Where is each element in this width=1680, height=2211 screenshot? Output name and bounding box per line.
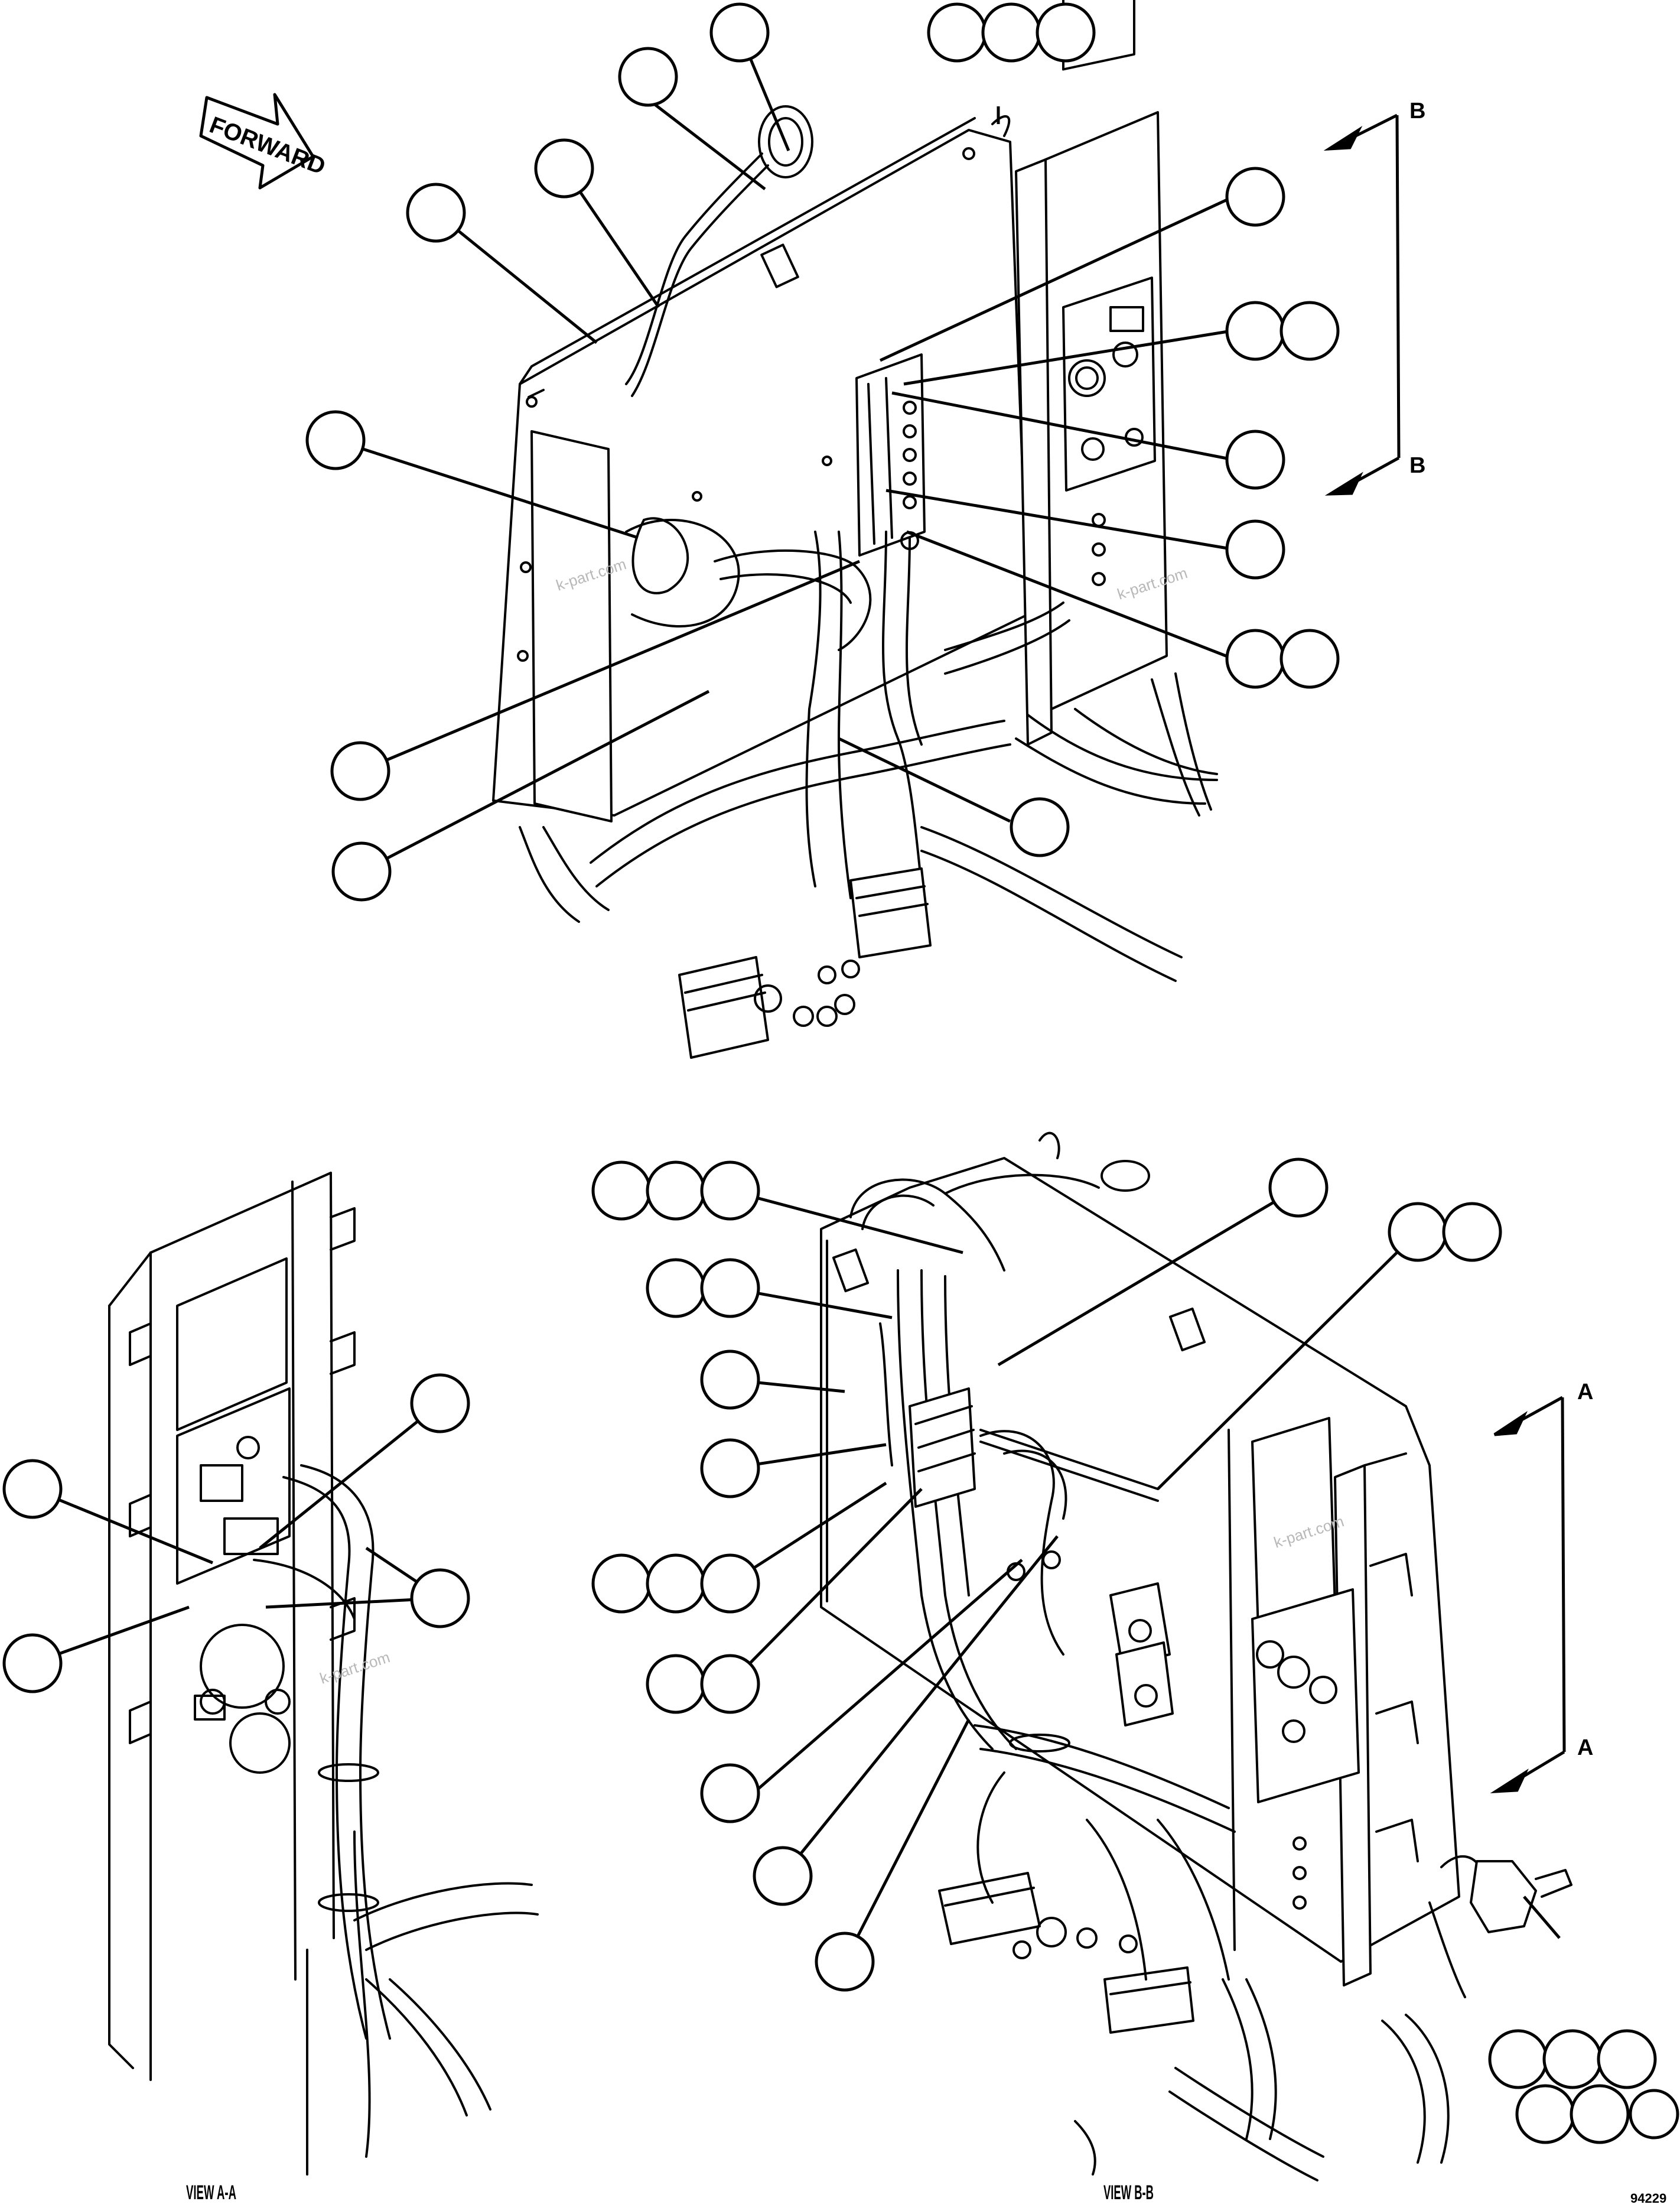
callout-bubble	[700, 1553, 760, 1614]
callout-bubble	[1515, 2084, 1575, 2144]
callout-bubble	[1225, 167, 1285, 227]
callout-bubble	[1225, 629, 1285, 689]
section-b-bottom-label: B	[1409, 453, 1425, 478]
callout-bubble	[410, 1568, 470, 1628]
callout-bubble	[700, 1438, 760, 1498]
callout-bubble	[815, 1932, 875, 1992]
callout-bubble	[410, 1373, 470, 1433]
callout-bubble	[1010, 797, 1070, 857]
callout-bubble	[1268, 1157, 1329, 1218]
callout-bubble	[981, 2, 1041, 63]
callouts-view-b	[591, 1157, 1679, 2144]
callout-bubble	[1279, 629, 1340, 689]
callout-bubble	[700, 1763, 760, 1823]
callout-bubble	[1488, 2029, 1548, 2089]
callout-bubble	[1036, 2, 1096, 63]
callout-bubble	[1542, 2029, 1603, 2089]
callout-bubble	[646, 1258, 706, 1318]
callout-bubble	[618, 47, 678, 107]
callout-bubble	[1279, 301, 1340, 361]
callout-bubble	[927, 2, 987, 63]
callout-bubble	[700, 1350, 760, 1410]
leader-lines-view-b	[728, 1186, 1561, 1963]
section-a-top-label: A	[1577, 1380, 1593, 1404]
callout-bubble	[331, 841, 392, 902]
view-a-a-label: VIEW A-A	[186, 2181, 236, 2204]
callout-bubble	[406, 183, 466, 243]
leader-lines-top	[335, 32, 1235, 873]
callout-bubble	[646, 1160, 706, 1221]
callout-bubble	[591, 1160, 652, 1221]
callout-bubble	[646, 1553, 706, 1614]
callout-bubble	[1225, 430, 1285, 490]
callout-bubble	[709, 2, 770, 63]
callout-bubble	[1570, 2084, 1630, 2144]
callout-bubble	[1442, 1202, 1502, 1262]
callout-bubble	[700, 1160, 760, 1221]
callout-bubble	[2, 1633, 63, 1693]
section-a-bottom-label: A	[1577, 1735, 1593, 1760]
callout-bubble	[1597, 2029, 1657, 2089]
section-b-top-label: B	[1409, 99, 1425, 123]
section-b-marker	[1323, 113, 1401, 496]
section-a-marker	[1490, 1396, 1566, 1794]
callout-bubble	[700, 1654, 760, 1714]
callout-bubble	[700, 1258, 760, 1318]
callout-bubble	[1629, 2089, 1679, 2140]
callout-bubble	[534, 138, 594, 199]
callout-bubble	[591, 1553, 652, 1614]
callout-bubble	[1225, 301, 1285, 361]
callout-bubble	[753, 1846, 813, 1906]
callout-bubble	[1388, 1202, 1448, 1262]
callout-bubble	[2, 1459, 63, 1519]
figure-number: 94229	[1630, 2191, 1666, 2206]
callout-bubble	[305, 410, 366, 470]
callout-bubble	[330, 741, 390, 801]
callout-bubble	[646, 1654, 706, 1714]
view-a-a-drawing	[108, 1172, 539, 2176]
main-panel-assembly	[492, 0, 1218, 1059]
callouts-view-a	[2, 1373, 470, 1693]
callouts-top	[305, 2, 1340, 902]
view-b-b-label: VIEW B-B	[1103, 2181, 1154, 2204]
view-b-b-drawing	[820, 1131, 1572, 2181]
callout-bubble	[1225, 519, 1285, 580]
